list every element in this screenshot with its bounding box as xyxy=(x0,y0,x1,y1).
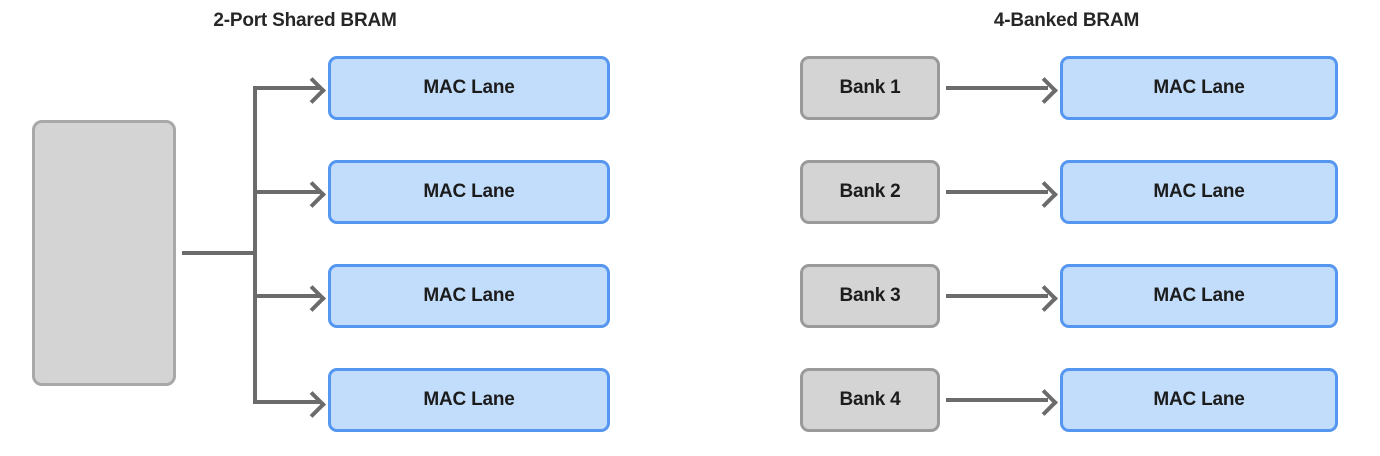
bank-label-2: Bank 2 xyxy=(839,181,901,202)
bank-block-4[interactable]: Bank 4 xyxy=(800,368,940,432)
right-mac-lane-3[interactable]: MAC Lane xyxy=(1060,264,1338,328)
fanout-arrowhead-2 xyxy=(299,181,326,208)
bank-to-lane-wire-4 xyxy=(946,398,1048,402)
right-mac-lane-2[interactable]: MAC Lane xyxy=(1060,160,1338,224)
fanout-branch-wire-1 xyxy=(253,86,321,90)
left-panel-title: 2-Port Shared BRAM xyxy=(213,10,397,31)
fanout-arrowhead-3 xyxy=(299,285,326,312)
shared-bram-block xyxy=(32,120,176,386)
right-mac-lane-4[interactable]: MAC Lane xyxy=(1060,368,1338,432)
left-mac-lane-2[interactable]: MAC Lane xyxy=(328,160,610,224)
bank-label-1: Bank 1 xyxy=(839,77,901,98)
fanout-branch-wire-4 xyxy=(253,400,321,404)
bank-block-3[interactable]: Bank 3 xyxy=(800,264,940,328)
left-mac-lane-label-1: MAC Lane xyxy=(423,77,515,98)
bram-trunk-wire xyxy=(182,251,253,255)
right-mac-lane-label-4: MAC Lane xyxy=(1153,389,1245,410)
bank-label-4: Bank 4 xyxy=(839,389,901,410)
left-mac-lane-4[interactable]: MAC Lane xyxy=(328,368,610,432)
bank-to-lane-wire-2 xyxy=(946,190,1048,194)
right-mac-lane-label-2: MAC Lane xyxy=(1153,181,1245,202)
bank-to-lane-wire-1 xyxy=(946,86,1048,90)
fanout-arrowhead-4 xyxy=(299,391,326,418)
fanout-branch-wire-2 xyxy=(253,190,321,194)
left-mac-lane-label-3: MAC Lane xyxy=(423,285,515,306)
bank-to-lane-arrowhead-1 xyxy=(1031,77,1058,104)
right-mac-lane-label-1: MAC Lane xyxy=(1153,77,1245,98)
left-mac-lane-label-4: MAC Lane xyxy=(423,389,515,410)
right-panel-title: 4-Banked BRAM xyxy=(993,10,1140,31)
bank-to-lane-wire-3 xyxy=(946,294,1048,298)
bank-block-1[interactable]: Bank 1 xyxy=(800,56,940,120)
left-mac-lane-3[interactable]: MAC Lane xyxy=(328,264,610,328)
fanout-spine-wire xyxy=(253,86,257,404)
right-mac-lane-1[interactable]: MAC Lane xyxy=(1060,56,1338,120)
right-mac-lane-label-3: MAC Lane xyxy=(1153,285,1245,306)
fanout-arrowhead-1 xyxy=(299,77,326,104)
bank-block-2[interactable]: Bank 2 xyxy=(800,160,940,224)
bank-to-lane-arrowhead-4 xyxy=(1031,389,1058,416)
fanout-branch-wire-3 xyxy=(253,294,321,298)
bank-to-lane-arrowhead-3 xyxy=(1031,285,1058,312)
left-mac-lane-label-2: MAC Lane xyxy=(423,181,515,202)
bank-to-lane-arrowhead-2 xyxy=(1031,181,1058,208)
left-mac-lane-1[interactable]: MAC Lane xyxy=(328,56,610,120)
bank-label-3: Bank 3 xyxy=(839,285,901,306)
